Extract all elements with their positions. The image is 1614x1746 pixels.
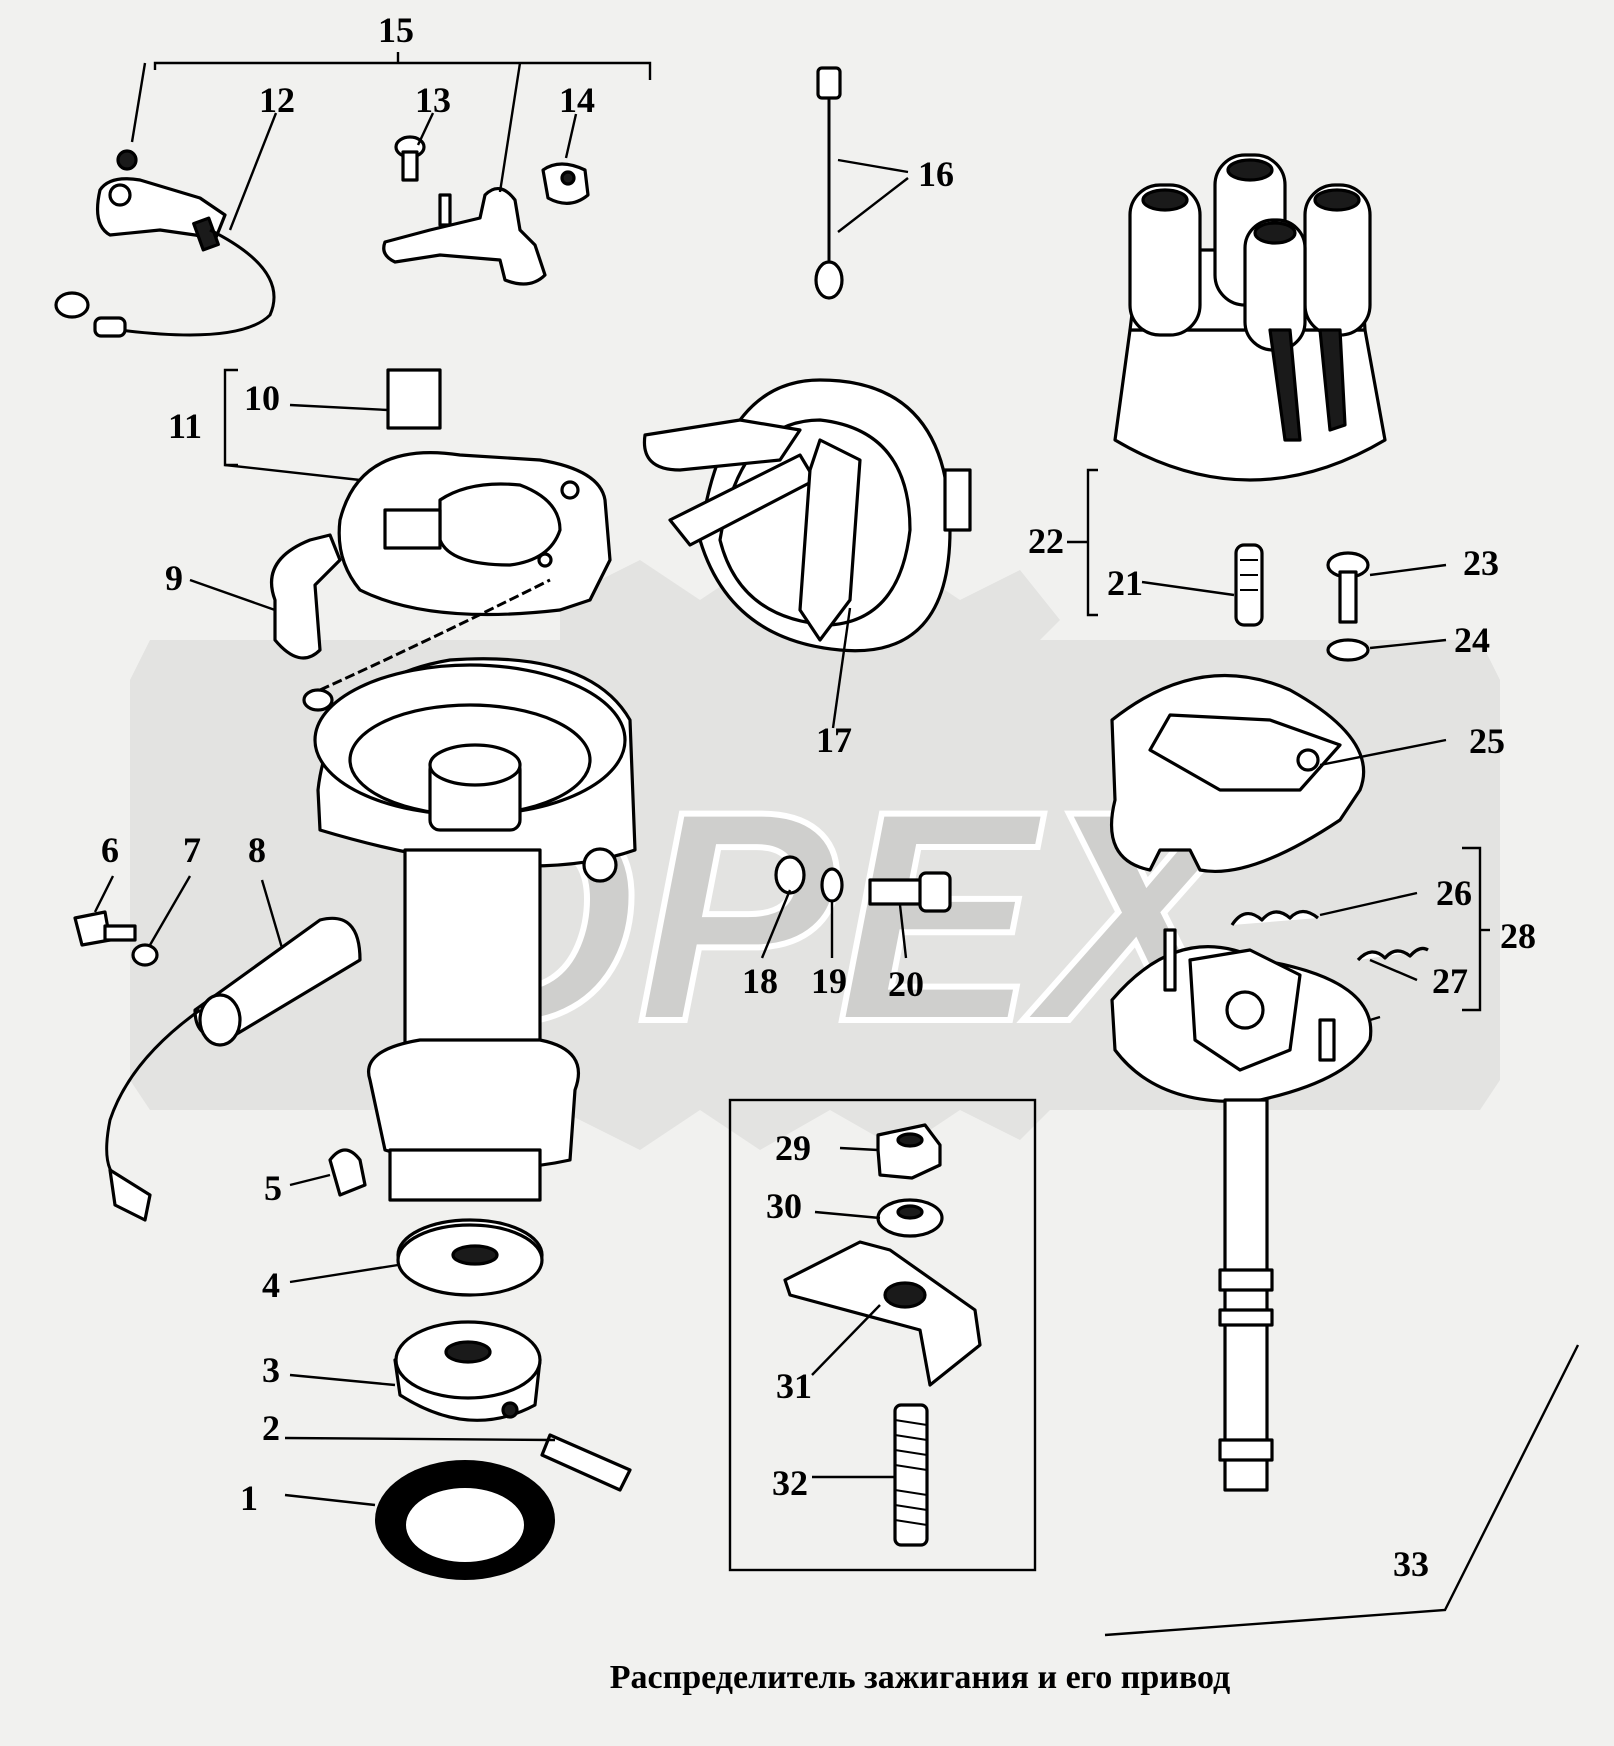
callout-17: 17 <box>816 720 852 760</box>
part-17-vacuum-regulator <box>642 378 972 653</box>
bracket-11 <box>223 368 238 467</box>
part-12-terminal-with-wire <box>54 149 276 338</box>
leader-33 <box>1104 1344 1580 1637</box>
diagram-caption: Распределитель зажигания и его привод <box>610 1659 1230 1696</box>
part-6-screw <box>73 910 137 947</box>
callout-22: 22 <box>1028 521 1064 561</box>
part-24-washer <box>1326 638 1370 662</box>
part-16-cable <box>814 66 844 300</box>
part-25-rotor <box>1110 673 1366 874</box>
part-13-screw <box>394 135 426 182</box>
part-14-insulator <box>541 162 590 205</box>
part-22-distributor-cap <box>1113 153 1387 482</box>
callout-16: 16 <box>918 154 954 194</box>
callout-12: 12 <box>259 80 295 120</box>
callout-3: 3 <box>262 1350 280 1390</box>
leader-lines <box>93 112 1447 1507</box>
part-1-seal-ring <box>375 1460 555 1580</box>
callout-7: 7 <box>183 830 201 870</box>
callout-9: 9 <box>165 558 183 598</box>
part-13-contact-bracket <box>382 187 547 286</box>
part-23-screw <box>1326 551 1370 624</box>
callout-29: 29 <box>775 1128 811 1168</box>
callout-33: 33 <box>1393 1544 1429 1584</box>
part-19-spring-washer <box>820 867 844 903</box>
callout-26: 26 <box>1436 873 1472 913</box>
bracket-22 <box>1086 468 1098 617</box>
callout-4: 4 <box>262 1265 280 1305</box>
callout-24: 24 <box>1454 620 1490 660</box>
callout-20: 20 <box>888 964 924 1004</box>
callout-6: 6 <box>101 830 119 870</box>
callout-19: 19 <box>811 961 847 1001</box>
callout-labels: 1 2 3 4 5 6 7 8 9 10 11 12 13 14 15 16 1… <box>101 10 1536 1584</box>
callout-31: 31 <box>776 1366 812 1406</box>
watermark-gear-teeth <box>560 560 1060 1150</box>
callout-28: 28 <box>1500 916 1536 956</box>
callout-13: 13 <box>415 80 451 120</box>
part-8-condenser <box>105 916 362 1222</box>
callout-8: 8 <box>248 830 266 870</box>
callout-15: 15 <box>378 10 414 50</box>
part-4-washer <box>396 1218 544 1297</box>
part-32-stud <box>893 1403 929 1547</box>
part-30-washer <box>876 1198 944 1238</box>
callout-5: 5 <box>264 1168 282 1208</box>
callout-21: 21 <box>1107 563 1143 603</box>
callout-18: 18 <box>742 961 778 1001</box>
part-27-spring <box>1356 946 1429 962</box>
part-9-ground-wire <box>270 533 551 712</box>
part-20-screw <box>868 871 952 913</box>
callout-25: 25 <box>1469 721 1505 761</box>
distributor-housing <box>313 657 637 1202</box>
part-7-washer <box>131 943 159 967</box>
callout-30: 30 <box>766 1186 802 1226</box>
callout-23: 23 <box>1463 543 1499 583</box>
part-21-carbon-contact <box>1234 543 1264 627</box>
callout-1: 1 <box>240 1478 258 1518</box>
callout-27: 27 <box>1432 961 1468 1001</box>
callout-11: 11 <box>168 406 202 446</box>
part-31-bracket <box>783 1240 982 1387</box>
bracket-15 <box>153 61 652 80</box>
part-11-breaker-plate <box>337 451 612 617</box>
callout-32: 32 <box>772 1463 808 1503</box>
kit-box <box>728 1098 1037 1572</box>
part-26-spring <box>1230 909 1320 926</box>
part-18-washer <box>774 855 806 895</box>
callout-14: 14 <box>559 80 595 120</box>
part-29-nut <box>876 1123 942 1180</box>
callout-2: 2 <box>262 1408 280 1448</box>
part-3-coupling <box>393 1320 542 1422</box>
callout-10: 10 <box>244 378 280 418</box>
part-33-shaft-assembly <box>1110 928 1373 1492</box>
part-10-felt-wick <box>386 368 442 430</box>
part-5-clip <box>328 1148 367 1197</box>
part-2-pin <box>540 1433 632 1492</box>
